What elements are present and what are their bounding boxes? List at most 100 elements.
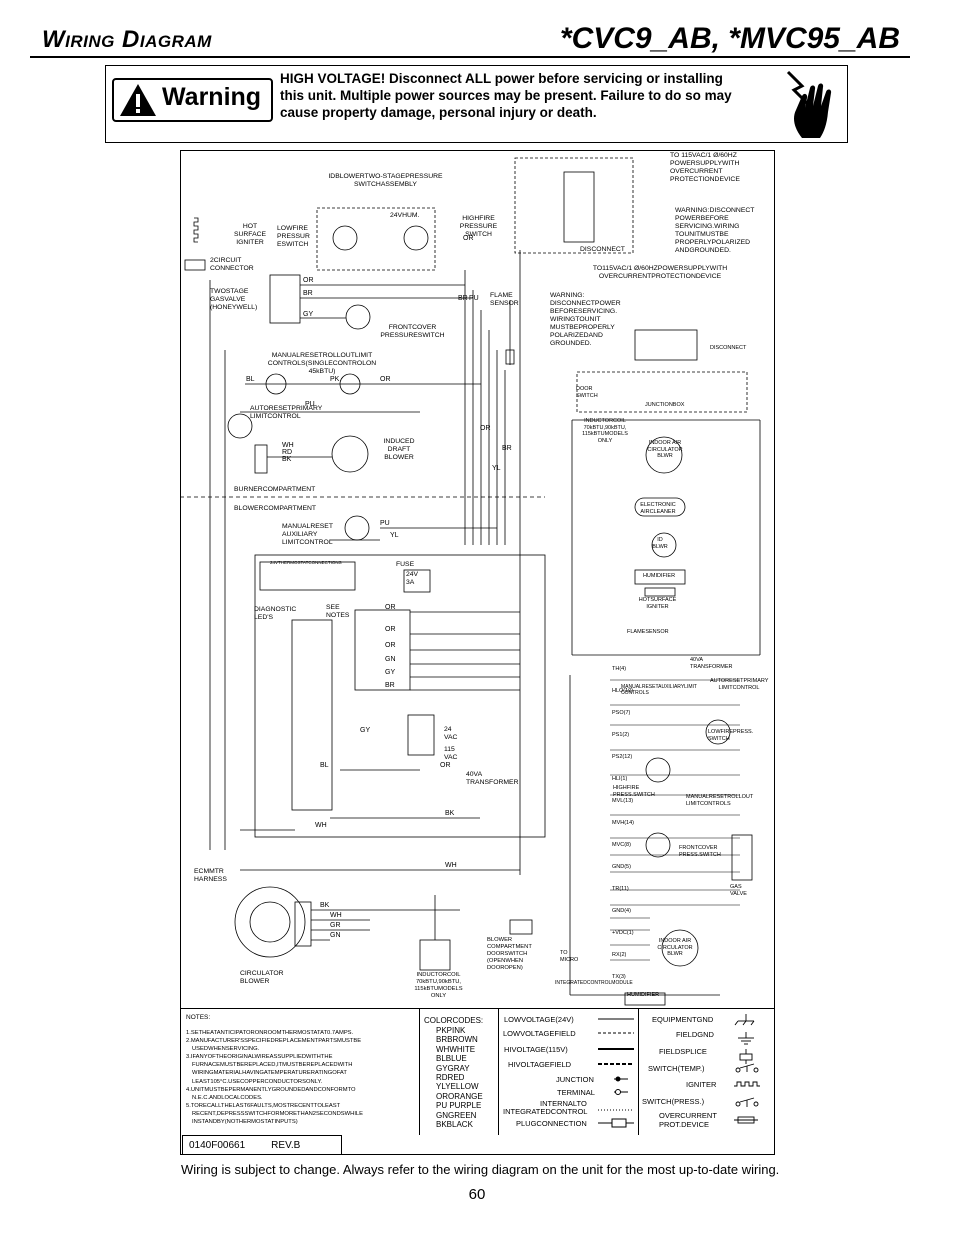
board-transformer — [407, 714, 435, 756]
inductor-coil-box — [419, 939, 451, 971]
wire-tag: PK — [330, 376, 340, 383]
label-highfire: HIGHFIRE PRESSURE SWITCH — [459, 215, 498, 238]
note-line: USEDWHENSERVICING. — [192, 1046, 260, 1053]
gas-valve-block — [269, 274, 301, 324]
note-line: LEAST105°C.USECOPPERCONDUCTORSONLY. — [192, 1078, 323, 1085]
wire-tag: GY — [360, 727, 370, 734]
inducer-motor — [331, 435, 369, 473]
label-humidifier-b: HUMIDIFIER — [627, 992, 660, 998]
electric-hand-icon — [786, 70, 832, 138]
control-pin-label: GND(5) — [612, 864, 631, 870]
right-indoor-circulator-2 — [661, 929, 699, 967]
right-humidifier-2 — [624, 992, 666, 1006]
note-line: 2.MANUFACTURER'SSPECIFIEDREPLACEMENTPART… — [186, 1038, 362, 1045]
note-line: 5.TORECALLTHELAST6FAULTS,MOSTRECENTTOLEA… — [186, 1102, 341, 1109]
highfire-switch — [403, 225, 429, 251]
wire-tag: GN — [330, 932, 341, 939]
color-code-item: GNGREEN — [436, 1110, 477, 1120]
right-disconnect — [634, 329, 698, 361]
label-integrated-b: INTEGRATEDCONTROLMODULE — [555, 980, 633, 986]
circulator-connector — [294, 901, 312, 947]
wire-tag: RD — [282, 449, 292, 456]
warning-text: HIGH VOLTAGE! Disconnect ALL power befor… — [280, 71, 732, 120]
wire-tag: OR — [480, 425, 491, 432]
note-line: 1.SETHEATANTICIPATORONROOMTHERMOSTATAT0.… — [186, 1030, 354, 1036]
label-rollout-b: MANUALRESETROLLOUT LIMITCONTROLS — [686, 794, 754, 807]
control-pin-label: HLO(10) — [612, 688, 633, 694]
part-number-box: 0140F00661 REV.B — [182, 1135, 342, 1155]
right-junction-box — [576, 371, 748, 413]
label-manual-aux-b: MANUALRESETAUXILIARYLIMIT CONTROLS — [621, 684, 697, 696]
note-line: FURNACEMUSTBEREPLACED,ITMUSTBEREPLACEDWI… — [192, 1062, 353, 1069]
note-line: RECENT,DEPRESSSWITCHFORMORETHAN2SECONDSW… — [192, 1110, 364, 1117]
revision: REV.B — [271, 1140, 301, 1151]
wire-tag: GN — [385, 656, 396, 663]
color-code-item: WHWHITE — [436, 1044, 476, 1054]
auto-primary-limit — [227, 413, 253, 439]
legend-igniter: IGNITER — [686, 1080, 717, 1089]
wire-tag: OR — [385, 642, 396, 649]
label-blower-compartment: BLOWERCOMPARTMENT — [234, 505, 317, 512]
footer-note: Wiring is subject to change. Always refe… — [181, 1162, 780, 1177]
legend-hi-voltage-field: HIVOLTAGEFIELD — [508, 1060, 572, 1069]
right-humidifier — [634, 569, 686, 585]
label-eac: ELECTRONIC AIRCLEANER — [640, 502, 676, 515]
door-switch-bottom — [509, 919, 533, 935]
label-ecm-harness: ECMMTR HARNESS — [194, 868, 227, 883]
legend-switch-temp: SWITCH(TEMP.) — [648, 1064, 705, 1073]
label-inductor: INDUCTORCOIL 70kBTU,90kBTU, 115kBTUMODEL… — [414, 972, 463, 999]
color-code-item: PKPINK — [436, 1026, 466, 1035]
wire-tag: BR — [502, 445, 512, 452]
label-disconnect: DISCONNECT — [580, 246, 625, 253]
label-two-circuit: 2CIRCUIT CONNECTOR — [210, 257, 254, 272]
color-code-item: GYGRAY — [436, 1063, 470, 1073]
color-codes-title: COLORCODES: — [424, 1016, 484, 1025]
wire-tag: OR — [385, 604, 396, 611]
wire-tag: OR — [440, 762, 451, 769]
label-manual-rollout: MANUALRESETROLLOUTLIMIT CONTROLS(SINGLEC… — [267, 352, 377, 375]
label-indoor-air: INDOOR AIR CIRCULATOR BLWR — [647, 440, 683, 459]
right-indoor-circulator — [645, 436, 683, 474]
control-pin-label: MVH(14) — [612, 820, 634, 826]
label-junctionbox-b: JUNCTIONBOX — [645, 402, 685, 408]
right-eac — [634, 497, 686, 517]
wire-tag: PU — [469, 295, 479, 302]
label-thermostat: 24VTHERMOSTATCONNECTIONS — [270, 560, 342, 565]
wire-tag: BL — [320, 762, 329, 769]
igniter-symbol — [193, 217, 199, 243]
circulator-blower — [234, 886, 306, 958]
board-connector-column — [291, 619, 333, 811]
control-pin-label: RX(2) — [612, 952, 627, 958]
legend-line-samples — [598, 1018, 634, 1128]
legend-junction: JUNCTION — [556, 1075, 594, 1084]
label-warning-b: WARNING: DISCONNECTPOWER BEFORESERVICING… — [550, 292, 621, 347]
label-115vac: 115 VAC — [444, 746, 458, 761]
wire-tag: BK — [282, 456, 292, 463]
control-pin-label: PSO(7) — [612, 710, 631, 716]
part-number: 0140F00661 — [189, 1140, 246, 1151]
wire-tag: OR — [463, 235, 474, 242]
label-auto-primary: AUTORESETPRIMARY LIMITCONTROL — [250, 405, 323, 420]
label-transformer: 40VA TRANSFORMER — [466, 771, 519, 786]
label-humidifier: HUMIDIFIER — [642, 573, 676, 579]
control-pin-label: GND(4) — [612, 908, 631, 914]
diagram-frame — [180, 150, 775, 1155]
label-inductor-b: INDUCTORCOIL 70kBTU,90kBTU, 115kBTUMODEL… — [582, 418, 628, 444]
color-code-item: BLBLUE — [436, 1054, 467, 1064]
note-line: 4.UNITMUSTBEPERMANENTLYGROUNDEDANDCONFOR… — [186, 1086, 356, 1093]
color-codes-list: PKPINK BRBROWN WHWHITE BLBLUE GYGRAY RDR… — [436, 1026, 483, 1129]
board-pin-grid — [354, 609, 411, 691]
label-door-switch: BLOWER COMPARTMENT DOORSWITCH (OPENWHEN … — [487, 937, 532, 971]
color-code-item: PU PURPLE — [436, 1101, 482, 1111]
wire-tag: GY — [385, 669, 395, 676]
wire-tag: YL — [390, 532, 399, 539]
wiring-schematic: ORBRGYBLPKORPUWHRDBKPUYLORORORGNGYBRGYOR… — [180, 157, 761, 1006]
wire-tag: GY — [303, 311, 313, 318]
legend-internal-to: INTERNALTO — [540, 1099, 587, 1108]
label-frontcover-b: FRONTCOVER PRESS.SWITCH — [679, 845, 721, 858]
control-pin-label: TR(11) — [612, 886, 629, 892]
control-pin-label: MVL(13) — [612, 798, 633, 804]
color-code-item: BKBLACK — [436, 1120, 473, 1130]
frontcover-switch — [345, 304, 371, 330]
label-diag-leds: DIAGNOSTIC LED'S — [254, 606, 297, 621]
